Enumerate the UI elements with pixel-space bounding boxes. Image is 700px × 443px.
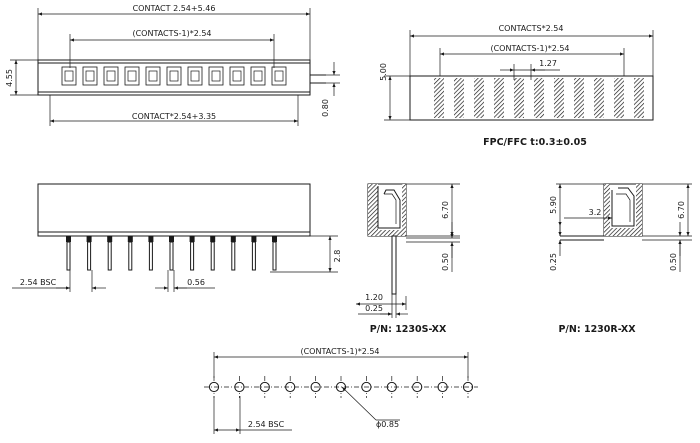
part-number-s: P/N: 1230S-XX <box>370 324 447 335</box>
fpc-contact <box>454 78 464 118</box>
fpc-contact <box>554 78 564 118</box>
pin-shoulder <box>107 236 113 242</box>
dim-contacts-minus-one: (CONTACTS-1)*2.54 <box>132 29 211 38</box>
pin <box>272 241 277 271</box>
fpc-contact <box>574 78 584 118</box>
dim-fpc-contacts: CONTACTS*2.54 <box>499 24 564 33</box>
side-body <box>37 183 311 237</box>
dim-r-32: 3.2 <box>589 208 602 217</box>
contact-slot-inner <box>85 70 95 82</box>
contact-slot-inner <box>169 70 179 82</box>
pin-shoulder <box>127 236 133 242</box>
dim-top-height: 4.55 <box>5 69 14 87</box>
pin-shoulder <box>169 236 174 242</box>
contact-slot-inner <box>274 70 284 82</box>
contact-slot-inner <box>211 70 221 82</box>
contact-slot <box>103 66 119 86</box>
fpc-stripes <box>434 78 644 118</box>
pin <box>169 241 174 271</box>
pin <box>231 241 236 271</box>
part-number-r: P/N: 1230R-XX <box>558 324 636 335</box>
pin <box>107 241 112 271</box>
contact-slot-inner <box>106 70 116 82</box>
fpc-body <box>409 75 654 121</box>
dim-r-050: 0.50 <box>669 253 678 271</box>
contact-slot-inner <box>64 70 74 82</box>
dim-s-120: 1.20 <box>365 293 383 302</box>
fpc-contact <box>534 78 544 118</box>
contact-slot <box>145 66 161 86</box>
dim-s-025: 0.25 <box>365 304 383 313</box>
profile-r: 5.90 3.2 6.70 0.25 0.50 P/N: 1230R-XX <box>549 183 692 335</box>
dim-contact-335: CONTACT*2.54+3.35 <box>132 112 216 121</box>
pin-shoulder <box>210 236 216 242</box>
dim-r-590: 5.90 <box>549 196 558 214</box>
fpc-contact <box>474 78 484 118</box>
fpc-contact <box>514 78 524 118</box>
dim-r-670: 6.70 <box>677 201 686 219</box>
dim-s-050: 0.50 <box>441 253 450 271</box>
contact-slot <box>187 66 203 86</box>
dim-080: 0.80 <box>321 99 330 117</box>
dim-fpc-127: 1.27 <box>539 59 557 68</box>
contact-slot <box>250 66 266 86</box>
dim-side-28: 2.8 <box>333 250 342 263</box>
dim-pcb-bsc: 2.54 BSC <box>248 420 285 429</box>
contact-slot <box>82 66 98 86</box>
fpc-contact <box>614 78 624 118</box>
pin <box>87 241 92 271</box>
dim-side-056: 0.56 <box>187 278 205 287</box>
pin-shoulder <box>230 236 236 242</box>
fpc-view: CONTACTS*2.54 (CONTACTS-1)*2.54 1.27 5.0… <box>379 24 654 148</box>
contact-slot-inner <box>127 70 137 82</box>
top-slots <box>61 66 287 86</box>
dim-r-025: 0.25 <box>549 253 558 271</box>
pin <box>66 241 71 271</box>
contact-slot <box>208 66 224 86</box>
contact-slot <box>271 66 287 86</box>
pin-shoulder <box>66 236 71 242</box>
fpc-contact <box>434 78 444 118</box>
pin <box>148 241 153 271</box>
side-pins <box>66 236 277 271</box>
contact-slot-inner <box>148 70 158 82</box>
pin <box>128 241 133 271</box>
dim-fpc-contacts-minus: (CONTACTS-1)*2.54 <box>490 44 569 53</box>
contact-slot-inner <box>190 70 200 82</box>
pin-shoulder <box>272 236 277 242</box>
pin-shoulder <box>251 236 257 242</box>
dim-pcb-contacts-minus: (CONTACTS-1)*2.54 <box>300 347 379 356</box>
dim-side-bsc: 2.54 BSC <box>20 278 57 287</box>
pin-shoulder <box>86 236 92 242</box>
fpc-thickness-note: FPC/FFC t:0.3±0.05 <box>483 137 587 148</box>
pin <box>210 241 215 271</box>
dim-fpc-height: 5.00 <box>379 63 388 81</box>
side-view: 2.8 2.54 BSC 0.56 <box>12 183 342 292</box>
contact-slot-inner <box>232 70 242 82</box>
pin-shoulder <box>189 236 195 242</box>
fpc-contact <box>594 78 604 118</box>
top-body <box>37 59 311 96</box>
pin <box>251 241 256 271</box>
profile-s: 6.70 0.50 0.25 1.20 P/N: 1230S-XX <box>356 183 460 335</box>
contact-slot <box>61 66 77 86</box>
contact-slot <box>166 66 182 86</box>
pin-shoulder <box>148 236 154 242</box>
pin <box>190 241 195 271</box>
fpc-contact <box>634 78 644 118</box>
fpc-contact <box>494 78 504 118</box>
contact-slot-inner <box>253 70 263 82</box>
pcb-layout: (CONTACTS-1)*2.54 2.54 BSC ϕ0.85 <box>204 347 478 434</box>
dim-contact-total: CONTACT 2.54+5.46 <box>133 4 216 13</box>
dim-s-670: 6.70 <box>441 201 450 219</box>
contact-slot <box>229 66 245 86</box>
contact-slot <box>124 66 140 86</box>
top-view: CONTACT 2.54+5.46 (CONTACTS-1)*2.54 4.55… <box>5 4 340 126</box>
dim-pcb-hole: ϕ0.85 <box>376 420 399 429</box>
